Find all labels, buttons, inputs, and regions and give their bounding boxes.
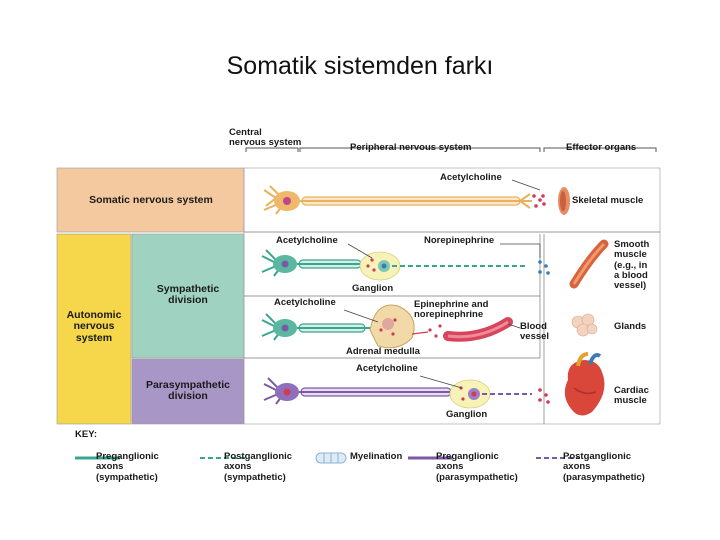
sympathetic-block [131, 233, 245, 359]
label-epi-norepi: Epinephrine and norepinephrine [414, 299, 489, 321]
key-label-pre-symp: Preganglionic axons (sympathetic) [96, 451, 159, 483]
adrenal-medulla-icon [369, 304, 415, 349]
label-ganglion-symp: Ganglion [352, 283, 394, 294]
slide-title: Somatik sistemden farkı [226, 52, 494, 80]
key-title: KEY: [75, 429, 97, 440]
label-glands: Glands [614, 321, 647, 332]
parasympathetic-block [131, 358, 245, 425]
label-ach-para: Acetylcholine [356, 363, 418, 374]
label-adrenal-medulla: Adrenal medulla [346, 346, 420, 357]
key-swatches [75, 452, 580, 464]
label-ach-symp-1: Acetylcholine [276, 235, 338, 246]
autonomic-label: Autonomic nervous system [66, 309, 122, 344]
smooth-muscle-icon [569, 239, 609, 289]
key-label-post-symp: Postganglionic axons (sympathetic) [224, 451, 293, 483]
key-label-post-para: Postganglionic axons (parasympathetic) [563, 451, 645, 483]
key-label-pre-para: Preganglionic axons (parasympathetic) [436, 451, 518, 483]
autonomic-block [56, 233, 132, 425]
glands-icon [571, 313, 598, 337]
label-smooth-muscle: Smooth muscle (e.g., in a blood vessel) [614, 239, 650, 291]
sympathetic-label: Sympathetic division [156, 283, 220, 307]
parasympathetic-label: Parasympathetic division [145, 379, 231, 403]
cardiac-muscle-icon [564, 352, 605, 416]
parasympathetic-ganglion [449, 379, 491, 409]
label-ach-somatic: Acetylcholine [440, 172, 502, 183]
header-effector: Effector organs [566, 142, 637, 153]
label-skeletal-muscle: Skeletal muscle [572, 195, 644, 206]
key-label-myelin: Myelination [350, 451, 403, 462]
label-ach-symp-2: Acetylcholine [274, 297, 336, 308]
label-norepinephrine: Norepinephrine [424, 235, 495, 246]
somatic-neuron [263, 185, 532, 215]
parasympathetic-neuron [263, 377, 456, 405]
sympathetic-neuron-2 [261, 313, 372, 341]
label-ganglion-para: Ganglion [446, 409, 488, 420]
label-cardiac-muscle: Cardiac muscle [614, 385, 649, 407]
header-pns: Peripheral nervous system [350, 142, 472, 153]
label-blood-vessel: Blood vessel [520, 321, 550, 343]
somatic-block [56, 167, 245, 233]
header-brackets [245, 147, 657, 152]
blood-vessel-icon [428, 317, 513, 342]
key-swatch-myelin [315, 452, 347, 464]
somatic-label: Somatic nervous system [89, 194, 213, 206]
somatic-dots [532, 194, 546, 208]
skeletal-muscle-icon [558, 187, 570, 215]
sympathetic-neuron-1 [261, 249, 364, 277]
header-cns: Central nervous system [229, 127, 302, 149]
